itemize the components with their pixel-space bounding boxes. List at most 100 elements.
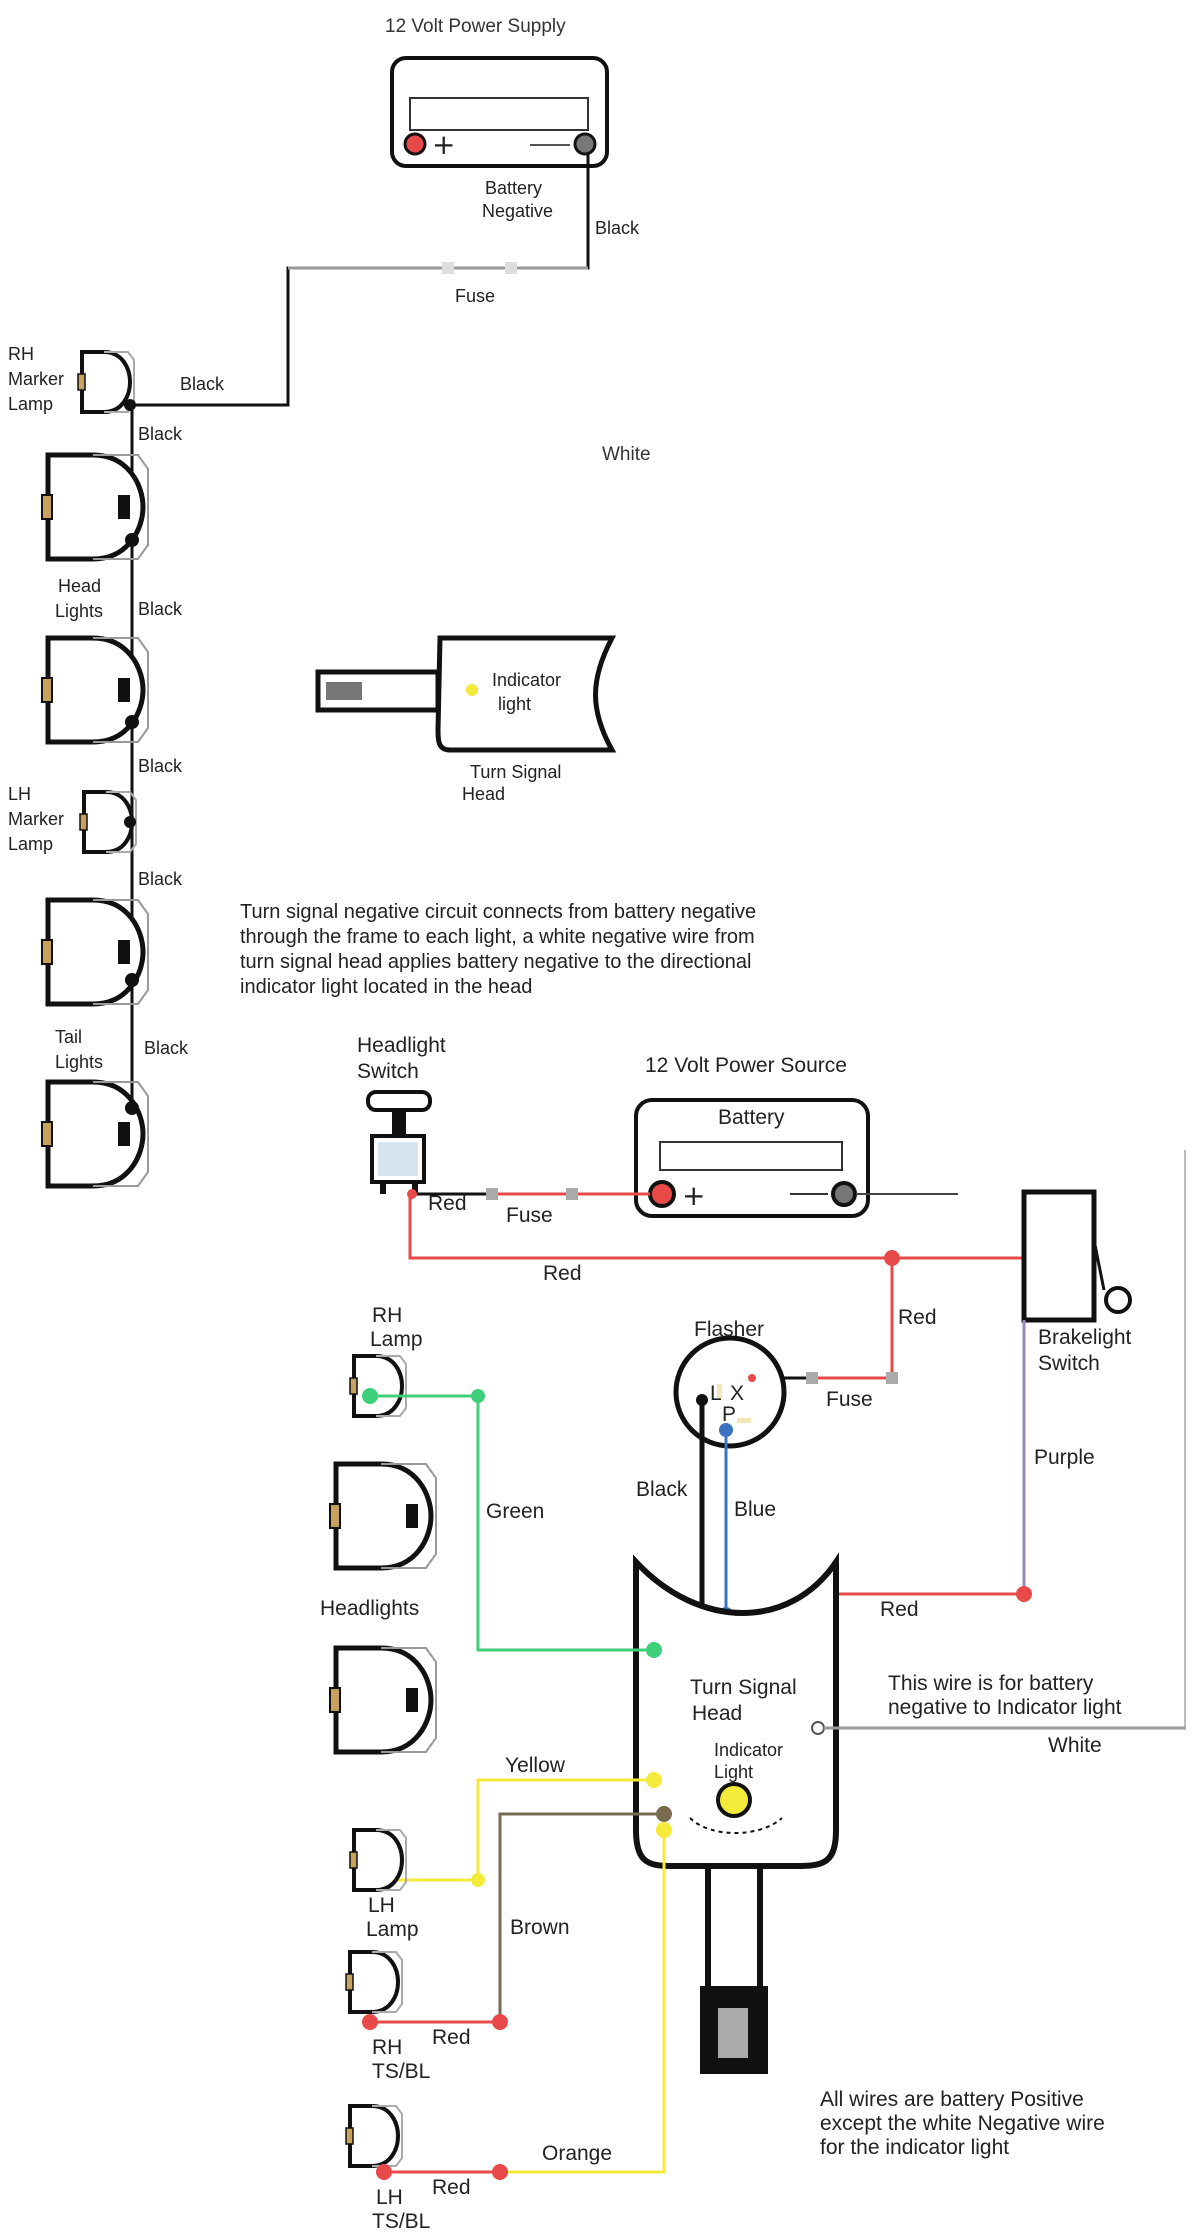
top-turn-signal-head: Indicator light [315,635,617,753]
white-label: White [1048,1734,1102,1757]
wire-green [370,1394,654,1652]
indicator-light-icon [716,1782,752,1818]
head-lights-label-1: Head [58,576,101,596]
flasher-terminal-p: P [722,1403,736,1426]
purple-label: Purple [1034,1446,1095,1469]
negative-terminal-icon [573,132,597,156]
flasher-label: Flasher [694,1318,764,1341]
positive-note-line-2: except the white Negative wire [820,2112,1105,2135]
wire-brown [498,1812,664,2022]
wire-black-label-a: Black [180,374,225,394]
power-supply-label: 12 Volt Power Supply [385,16,566,37]
tail-lights-label-2: Lights [55,1052,103,1072]
tail-light-upper-icon [42,900,148,1004]
headlights-label: Headlights [320,1597,419,1620]
indicator-label-1: Indicator [714,1740,783,1760]
lh-marker-label-3: Lamp [8,834,53,854]
rh-lamp-label-1: RH [372,1304,402,1327]
turn-signal-head-icon [633,1552,839,2074]
ts-head-label-2: Head [692,1702,742,1725]
rh-marker-label-3: Lamp [8,394,53,414]
orange-label: Orange [542,2142,612,2165]
rh-ts-lamp-icon [344,1950,404,2014]
top-diagram: 12 Volt Power Supply + Battery Negative … [8,16,756,1186]
rh-ts-label-2: TS/BL [372,2060,430,2083]
flasher-terminal-l: L [710,1382,722,1405]
wire-red-to-brake [408,1194,1022,1260]
wire-yellow [370,1778,654,1882]
battery-note-line-1: This wire is for battery [888,1672,1094,1695]
top-battery: + [390,56,609,168]
fuse-label-1: Fuse [506,1204,553,1227]
brown-label: Brown [510,1916,570,1939]
indicator-label-2: Light [714,1762,753,1782]
battery-negative-label-2: Negative [482,201,553,221]
rh-marker-label-2: Marker [8,369,64,389]
headlight-switch-label-1: Headlight [357,1034,446,1057]
bottom-battery: Battery + [634,1098,870,1218]
yellow-label: Yellow [505,1754,566,1777]
flasher-icon: L X P [673,1335,787,1449]
flasher-terminal-x: X [730,1382,744,1405]
brakelight-switch-label-1: Brakelight [1038,1326,1132,1349]
top-indicator-label-2: light [498,694,531,714]
red-label-4: Red [880,1598,919,1621]
lh-ts-label-2: TS/BL [372,2210,430,2233]
wire-black-label-b: Black [138,424,183,444]
black-label: Black [636,1478,688,1501]
top-note-line-4: indicator light located in the head [240,976,532,998]
top-turn-signal-label-2: Head [462,784,505,804]
red-label-1: Red [428,1192,467,1215]
top-indicator-light-icon [466,684,478,696]
rh-marker-label-1: RH [8,344,34,364]
ts-head-label-1: Turn Signal [690,1676,797,1699]
headlight-2-icon [330,1648,436,1752]
top-turn-signal-label-1: Turn Signal [470,762,561,782]
fuse-label-2: Fuse [826,1388,873,1411]
brakelight-switch-icon [1021,1189,1132,1323]
headlight-1-icon [330,1464,436,1568]
bottom-diagram: Headlight Switch 12 Volt Power Source Ba… [320,1034,1186,2233]
plus-sign: + [432,128,455,161]
bottom-plus-sign: + [682,1179,705,1212]
headlight-switch-label-2: Switch [357,1060,419,1083]
tail-lights-label-1: Tail [55,1027,82,1047]
red-label-2: Red [543,1262,582,1285]
blue-label: Blue [734,1498,776,1521]
brakelight-switch-label-2: Switch [1038,1352,1100,1375]
wire-black-label-4: Black [138,869,183,889]
lh-marker-label-1: LH [8,784,31,804]
red-label-6: Red [432,2176,471,2199]
headlight-switch-icon [366,1090,432,1194]
bottom-positive-terminal-icon [648,1180,676,1208]
battery-label: Battery [718,1106,785,1129]
lh-lamp-icon [348,1828,408,1892]
lh-ts-lamp-icon [344,2104,404,2168]
wire-black-label-2: Black [138,599,183,619]
lh-lamp-label-1: LH [368,1894,395,1917]
wire-black-label: Black [595,218,640,238]
top-note-line-2: through the frame to each light, a white… [240,926,755,948]
lh-lamp-label-2: Lamp [366,1918,419,1941]
fuse-label: Fuse [455,286,495,306]
top-note-line-3: turn signal head applies battery negativ… [240,951,751,973]
green-label: Green [486,1500,544,1523]
positive-note-line-1: All wires are battery Positive [820,2088,1084,2111]
wire-black-label-5: Black [144,1038,189,1058]
rh-ts-label-1: RH [372,2036,402,2059]
wire-black-label-3: Black [138,756,183,776]
positive-note-line-3: for the indicator light [820,2136,1009,2159]
rh-lamp-icon [348,1354,408,1418]
tail-light-lower-icon [42,1082,148,1186]
positive-terminal-icon [403,132,427,156]
top-indicator-label-1: Indicator [492,670,561,690]
red-label-3: Red [898,1306,937,1329]
power-source-label: 12 Volt Power Source [645,1054,847,1077]
bottom-negative-terminal-icon [831,1181,857,1207]
battery-note-line-2: negative to Indicator light [888,1696,1122,1719]
lh-ts-label-1: LH [376,2186,403,2209]
rh-lamp-label-2: Lamp [370,1328,423,1351]
head-lights-label-2: Lights [55,601,103,621]
wire-orange [500,1830,666,2174]
